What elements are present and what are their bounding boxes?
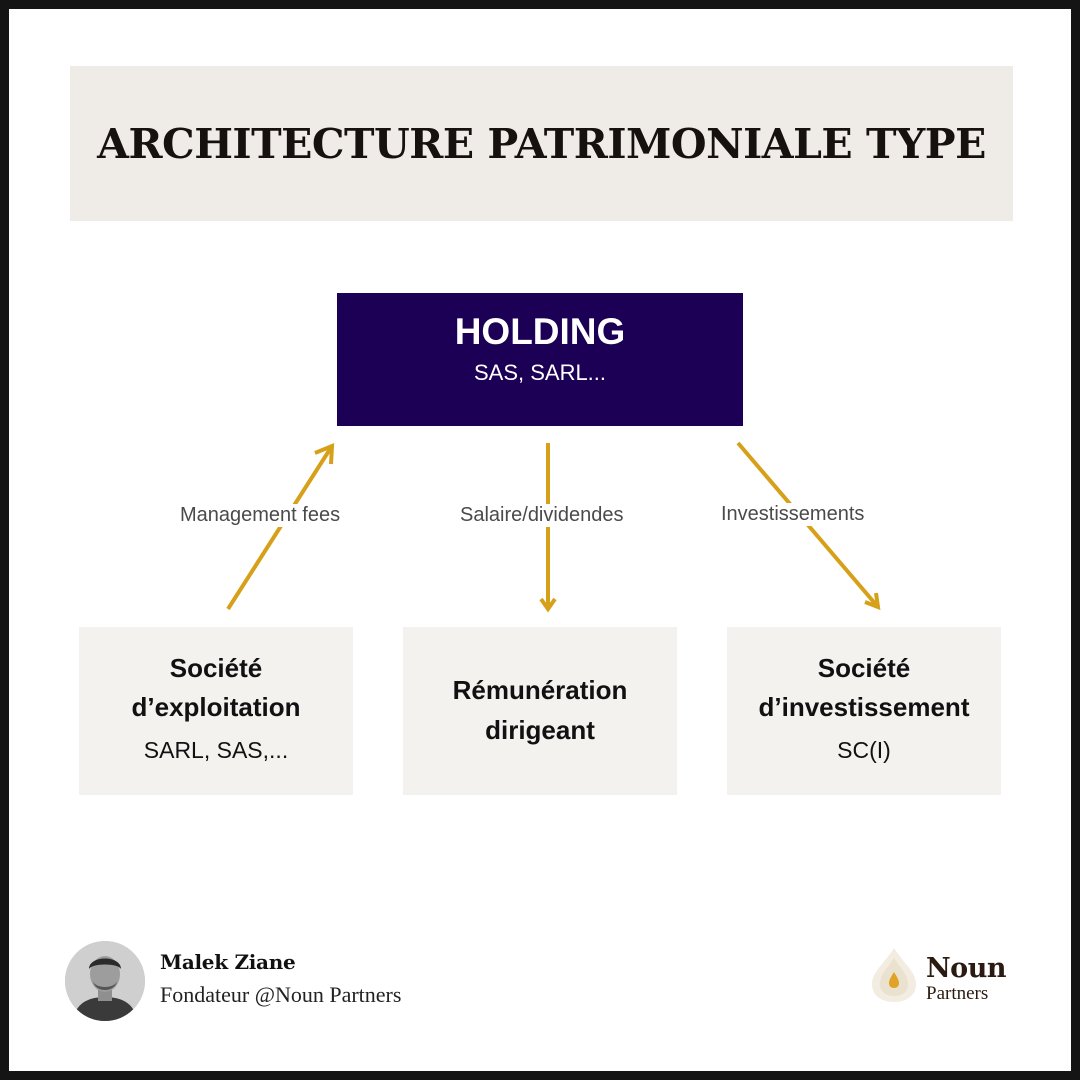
title-band: ARCHITECTURE PATRIMONIALE TYPE [70,66,1013,221]
box-title-line2: dirigeant [485,715,595,745]
box-subtitle: SC(I) [837,737,891,763]
box-title-line1: Société [169,653,263,683]
box-remuneration-dirigeant: Rémunération dirigeant [403,627,677,795]
box-societe-exploitation: Société d’exploitation SARL, SAS,... [79,627,353,795]
holding-subtitle: SAS, SARL... [473,360,607,385]
box-subtitle: SARL, SAS,... [143,737,289,763]
box-title-line1: Société [817,653,911,683]
author-role: Fondateur @Noun Partners [160,982,402,1007]
logo-wordmark: Noun [926,953,1006,984]
person-icon [65,941,145,1021]
noun-partners-logo-icon [872,948,916,1002]
label-investissements: Investissements [719,503,867,526]
arrow-investissements-head [864,592,881,611]
arrow-management-fees-head [314,442,335,465]
logo-wordmark-sub: Partners [926,983,989,1004]
arrow-salaire-dividendes-head [539,597,557,613]
author-name: Malek Ziane [160,950,296,974]
box-title-line2: d’exploitation [131,692,301,722]
holding-box: HOLDING SAS, SARL... [337,293,743,426]
holding-title: HOLDING [454,311,626,352]
box-societe-investissement: Société d’investissement SC(I) [727,627,1001,795]
arrow-management-fees [226,444,334,611]
label-management-fees: Management fees [178,504,343,527]
page-title: ARCHITECTURE PATRIMONIALE TYPE [97,119,986,168]
author-avatar [65,941,145,1021]
box-title-line2: d’investissement [758,692,970,722]
box-title-line1: Rémunération [452,675,628,705]
label-salaire-dividendes: Salaire/dividendes [458,504,626,527]
